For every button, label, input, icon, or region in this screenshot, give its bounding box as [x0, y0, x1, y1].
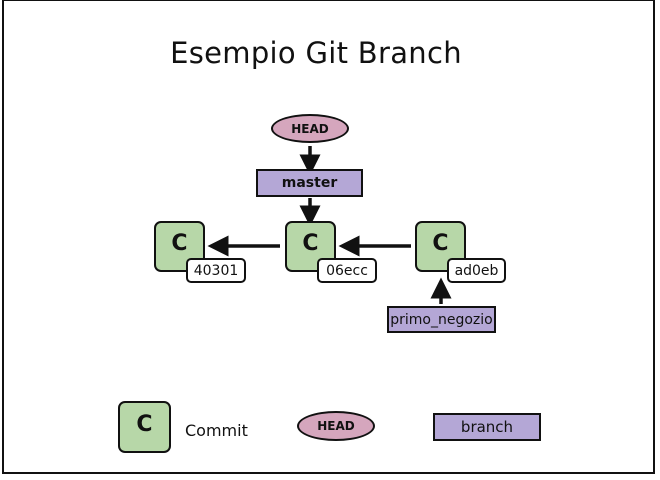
commit-hash-label: 06ecc — [317, 258, 377, 283]
legend-head-label: HEAD — [317, 419, 355, 433]
legend-branch-swatch: branch — [433, 413, 541, 441]
branch-master-label: master — [281, 175, 338, 191]
legend-branch-label: branch — [460, 418, 514, 436]
branch-master: master — [256, 169, 363, 197]
commit-hash-label: ad0eb — [447, 258, 506, 283]
commit-node: C — [285, 221, 336, 272]
legend-commit-glyph: C — [136, 411, 153, 437]
legend-commit-label: Commit — [185, 421, 248, 440]
head-pointer-label: HEAD — [291, 121, 329, 136]
head-pointer: HEAD — [271, 114, 349, 143]
commit-glyph: C — [302, 231, 319, 256]
commit-hash-label: 40301 — [186, 258, 246, 283]
commit-glyph: C — [171, 231, 188, 256]
commit-glyph: C — [432, 231, 449, 256]
diagram-title: Esempio Git Branch — [170, 36, 462, 70]
branch-primo-negozio-label: primo_negozio — [390, 311, 493, 328]
branch-primo-negozio: primo_negozio — [387, 306, 496, 333]
legend-head-swatch: HEAD — [297, 411, 375, 441]
diagram-frame — [2, 0, 655, 474]
legend-commit-swatch: C — [118, 401, 171, 453]
